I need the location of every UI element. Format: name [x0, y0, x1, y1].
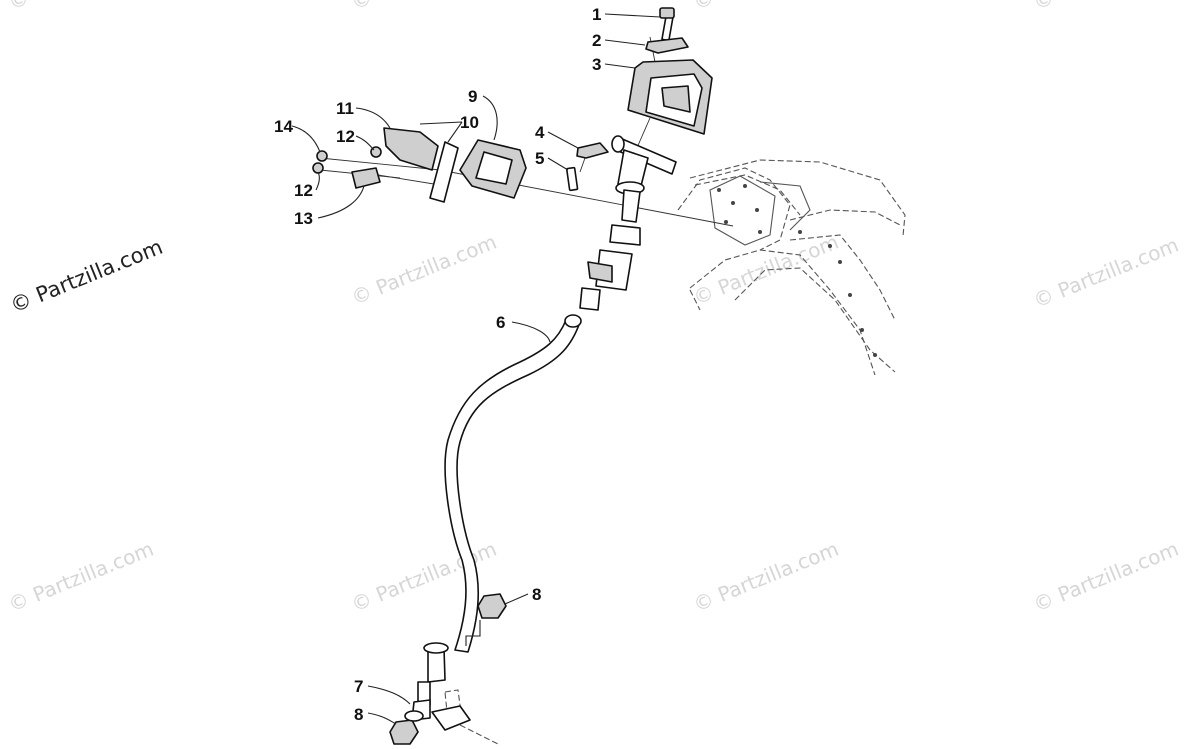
bracket-part-11 — [383, 127, 439, 171]
callout-1: 1 — [592, 5, 601, 24]
bolt-part-5 — [565, 166, 579, 192]
callout-12-lower: 12 — [294, 181, 313, 200]
callout-5: 5 — [535, 149, 544, 168]
callout-8-lower: 8 — [354, 705, 363, 724]
nut-part-8-lower — [389, 710, 424, 745]
vehicle-frame — [677, 159, 906, 376]
watermark-tile: © Partzilla.com — [1030, 537, 1182, 617]
callout-7: 7 — [354, 677, 363, 696]
screw-part-14 — [316, 150, 328, 162]
callout-4: 4 — [535, 123, 545, 142]
callout-10: 10 — [460, 113, 479, 132]
copyright-watermark: © Partzilla.com — [7, 235, 166, 318]
watermark-tile: © Partzilla.com — [5, 0, 157, 15]
bolt-part-1 — [659, 7, 675, 42]
watermark-tile: © Partzilla.com — [348, 0, 500, 15]
watermark-tile: © Partzilla.com — [690, 537, 842, 617]
watermark-tile: © Partzilla.com — [5, 537, 157, 617]
callout-8-upper: 8 — [532, 585, 541, 604]
callout-14: 14 — [274, 117, 293, 136]
nut-part-8-upper — [477, 593, 507, 619]
callout-12-upper: 12 — [336, 127, 355, 146]
bracket-part-3 — [627, 59, 713, 135]
callout-leaders — [291, 13, 661, 725]
watermark-tile: © Partzilla.com — [1030, 0, 1182, 15]
clamp-part-2 — [645, 37, 689, 54]
callout-3: 3 — [592, 55, 601, 74]
bracket-part-9 — [459, 139, 527, 199]
steering-column-tee — [579, 135, 677, 311]
ring-part-13 — [351, 167, 381, 189]
clamp-part-4 — [576, 142, 609, 159]
lower-linkage — [431, 689, 501, 746]
steering-shaft-part-6 — [417, 314, 582, 706]
callout-13: 13 — [294, 209, 313, 228]
callout-labels: 1 2 3 4 5 6 7 8 8 9 10 11 12 12 13 14 — [274, 5, 601, 724]
watermark-tile: © Partzilla.com — [348, 230, 500, 310]
callout-9: 9 — [468, 87, 477, 106]
watermark-tile: © Partzilla.com — [690, 0, 842, 15]
callout-11: 11 — [336, 99, 354, 118]
callout-2: 2 — [592, 31, 601, 50]
plate-part-10 — [429, 141, 459, 203]
watermark-tile: © Partzilla.com — [1030, 233, 1182, 313]
callout-6: 6 — [496, 313, 505, 332]
